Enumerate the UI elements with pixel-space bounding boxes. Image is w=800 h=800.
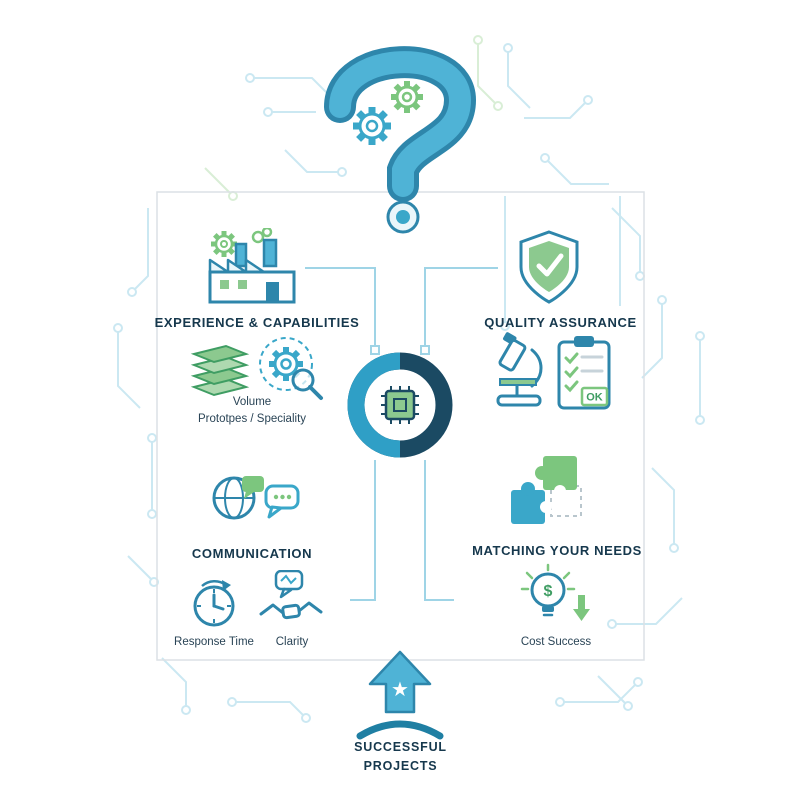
swoosh-arc bbox=[356, 720, 444, 740]
footer-label: SUCCESSFUL PROJECTS bbox=[328, 738, 473, 776]
communication-title: COMMUNICATION bbox=[191, 546, 313, 561]
experience-sublabel-line1: Volume bbox=[232, 396, 272, 408]
footer-label-line1: SUCCESSFUL bbox=[354, 740, 447, 754]
clarity-label: Clarity bbox=[275, 636, 309, 648]
center-connector-lines bbox=[305, 267, 498, 601]
layers-icon bbox=[190, 344, 250, 397]
up-arrow-star-icon: ★ bbox=[356, 650, 444, 740]
clipboard-check-icon: OK bbox=[557, 336, 611, 410]
quality-title: QUALITY ASSURANCE bbox=[484, 315, 637, 330]
dollar-glyph: $ bbox=[544, 583, 553, 600]
experience-sublabel: Volume Prototpes / Speciality bbox=[162, 394, 342, 427]
experience-sublabel-line2: Prototpes / Speciality bbox=[197, 412, 307, 425]
puzzle-icon bbox=[511, 456, 582, 524]
gear-blue-icon bbox=[353, 107, 391, 145]
microchip-donut-icon bbox=[347, 352, 453, 458]
ok-badge bbox=[580, 386, 609, 407]
puzzle-piece-green bbox=[543, 456, 577, 490]
gear-magnifier-icon bbox=[259, 337, 323, 400]
shield-check-icon bbox=[519, 230, 579, 304]
factory-gears-icon bbox=[208, 228, 296, 304]
gear-green-icon bbox=[391, 81, 423, 113]
footer-label-line2: PROJECTS bbox=[363, 758, 438, 773]
experience-title: EXPERIENCE & CAPABILITIES bbox=[154, 315, 360, 330]
cost-success-label: Cost Success bbox=[520, 636, 592, 648]
handshake-icon bbox=[259, 570, 323, 620]
bulb-dollar-arrow-icon: $ bbox=[520, 563, 590, 621]
puzzle-piece-blue bbox=[511, 490, 545, 524]
clock-icon bbox=[193, 579, 235, 627]
globe-chat-icon bbox=[212, 476, 300, 520]
green-chat-bubble bbox=[242, 476, 264, 492]
down-arrow-green bbox=[573, 595, 590, 621]
star-glyph: ★ bbox=[391, 679, 409, 701]
question-mark-with-gears-icon bbox=[324, 46, 477, 234]
response-time-label: Response Time bbox=[174, 636, 254, 648]
needs-title: MATCHING YOUR NEEDS bbox=[472, 543, 642, 558]
microscope-icon bbox=[496, 332, 543, 407]
ok-badge-label: OK bbox=[586, 392, 603, 404]
